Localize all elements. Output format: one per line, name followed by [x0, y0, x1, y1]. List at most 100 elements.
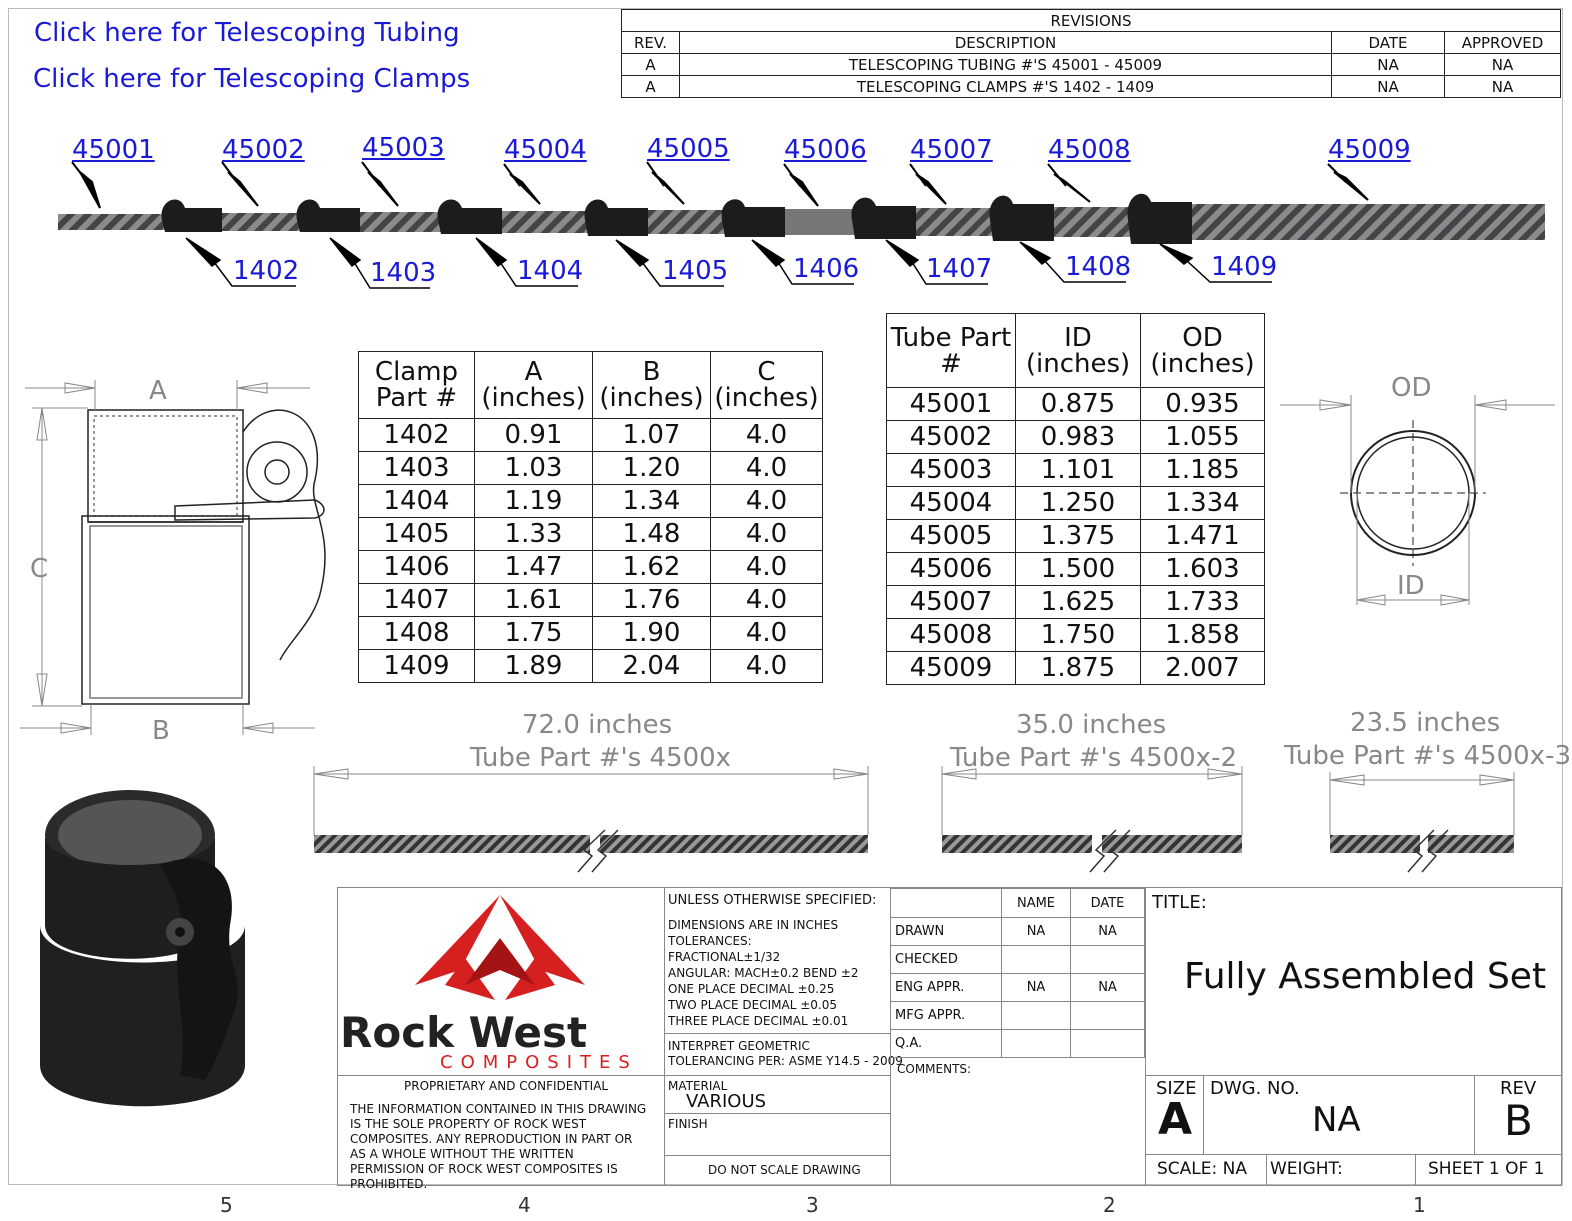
length-23-label: 23.5 inches — [1350, 708, 1501, 738]
title-block — [337, 887, 1562, 1186]
tube-part-label: 45001 — [72, 135, 155, 165]
b-cell: 1.76 — [592, 583, 711, 617]
id-header: ID (inches) — [1015, 313, 1141, 388]
a-cell: 1.89 — [474, 649, 593, 683]
divider — [1146, 1075, 1562, 1076]
tube-part-cell: 45007 — [886, 585, 1016, 619]
clamp-part-label: 1403 — [370, 258, 437, 288]
telescoping-tubing-link[interactable]: Click here for Telescoping Tubing — [34, 18, 460, 48]
od-label: OD — [1391, 373, 1432, 403]
b-cell: 1.48 — [592, 517, 711, 551]
revisions-title: REVISIONS — [621, 9, 1561, 32]
date-cell: NA — [1070, 917, 1145, 946]
c-cell: 4.0 — [710, 550, 823, 584]
tube-part-cell: 45002 — [886, 420, 1016, 454]
zone-number: 2 — [1103, 1193, 1116, 1217]
c-cell: 4.0 — [710, 517, 823, 551]
company-name: Rock West — [340, 1008, 588, 1057]
divider — [1203, 1075, 1204, 1154]
b-cell: 1.20 — [592, 451, 711, 485]
material-label: MATERIAL — [668, 1079, 728, 1093]
tube-part-label: 45007 — [910, 135, 993, 165]
role-cell: Q.A. — [890, 1029, 1002, 1058]
divider — [1145, 888, 1146, 1185]
dwg-no-value: NA — [1312, 1100, 1361, 1140]
rev-cell: A — [621, 75, 680, 98]
c-cell: 4.0 — [710, 418, 823, 452]
tolerance-line: TOLERANCES: — [668, 934, 752, 948]
approved-header: APPROVED — [1444, 31, 1561, 54]
clamp-part-label: 1407 — [926, 254, 993, 284]
role-cell: DRAWN — [890, 917, 1002, 946]
clamp-part-cell: 1404 — [358, 484, 475, 518]
rev-cell: A — [621, 53, 680, 76]
telescoping-clamps-link[interactable]: Click here for Telescoping Clamps — [33, 64, 471, 94]
title-label: TITLE: — [1152, 892, 1207, 913]
zone-number: 5 — [220, 1193, 233, 1217]
id-cell: 1.750 — [1015, 618, 1141, 652]
date-cell: NA — [1331, 75, 1445, 98]
c-cell: 4.0 — [710, 583, 823, 617]
clamp-part-label: 1408 — [1065, 252, 1132, 282]
c-header: C (inches) — [710, 351, 823, 419]
revision-row: A TELESCOPING TUBING #'S 45001 - 45009 N… — [621, 53, 1561, 76]
id-cell: 0.875 — [1015, 387, 1141, 421]
rev-value: B — [1504, 1096, 1533, 1145]
date-cell: NA — [1070, 973, 1145, 1002]
clamp-side-view — [20, 380, 326, 735]
tube-length-views — [313, 766, 1515, 873]
clamp-part-cell: 1407 — [358, 583, 475, 617]
clamp-part-cell: 1406 — [358, 550, 475, 584]
c-cell: 4.0 — [710, 451, 823, 485]
tube-leaders — [71, 161, 1369, 209]
clamp-part-label: 1402 — [233, 256, 300, 286]
tube-part-cell: 45009 — [886, 651, 1016, 685]
name-header: NAME — [1001, 888, 1071, 918]
clamp-part-label: 1406 — [793, 254, 860, 284]
dwg-no-label: DWG. NO. — [1210, 1078, 1300, 1099]
description-header: DESCRIPTION — [679, 31, 1332, 54]
c-cell: 4.0 — [710, 649, 823, 683]
b-cell: 1.34 — [592, 484, 711, 518]
tube-part-cell: 45008 — [886, 618, 1016, 652]
clamp-dimensions-table: Clamp Part # A (inches) B (inches) C (in… — [358, 351, 823, 683]
name-cell: NA — [1001, 917, 1071, 946]
divider — [665, 1113, 890, 1114]
tube-part-label: 45006 — [784, 135, 867, 165]
a-cell: 1.75 — [474, 616, 593, 650]
approval-row: Q.A. — [890, 1029, 1145, 1058]
zone-number: 3 — [806, 1193, 819, 1217]
interpret-line: TOLERANCING PER: ASME Y14.5 - 2009 — [668, 1054, 903, 1068]
b-header: B (inches) — [592, 351, 711, 419]
od-cell: 0.935 — [1140, 387, 1265, 421]
clamp-part-label: 1409 — [1211, 252, 1278, 282]
tube-part-cell: 45001 — [886, 387, 1016, 421]
clamp-part-label: 1404 — [517, 256, 584, 286]
length-72-label: 72.0 inches — [522, 710, 673, 740]
date-header: DATE — [1331, 31, 1445, 54]
comments-label: COMMENTS: — [897, 1062, 972, 1076]
length-35-label: 35.0 inches — [1016, 710, 1167, 740]
assembled-set-illustration — [58, 161, 1545, 289]
length-35-parts: Tube Part #'s 4500x-2 — [950, 743, 1237, 773]
size-value: A — [1158, 1094, 1193, 1145]
role-cell: CHECKED — [890, 945, 1002, 974]
tube-part-label: 45009 — [1328, 135, 1411, 165]
approval-row: MFG APPR. — [890, 1001, 1145, 1030]
tolerance-line: DIMENSIONS ARE IN INCHES — [668, 918, 839, 932]
clamps-group — [161, 193, 1192, 244]
tolerance-line: FRACTIONAL±1/32 — [668, 950, 781, 964]
tolerances-block: DIMENSIONS ARE IN INCHES TOLERANCES: FRA… — [668, 917, 859, 1029]
dimension-c-label: C — [30, 554, 49, 584]
zone-number: 4 — [518, 1193, 531, 1217]
a-cell: 1.61 — [474, 583, 593, 617]
unless-specified: UNLESS OTHERWISE SPECIFIED: — [668, 893, 877, 908]
